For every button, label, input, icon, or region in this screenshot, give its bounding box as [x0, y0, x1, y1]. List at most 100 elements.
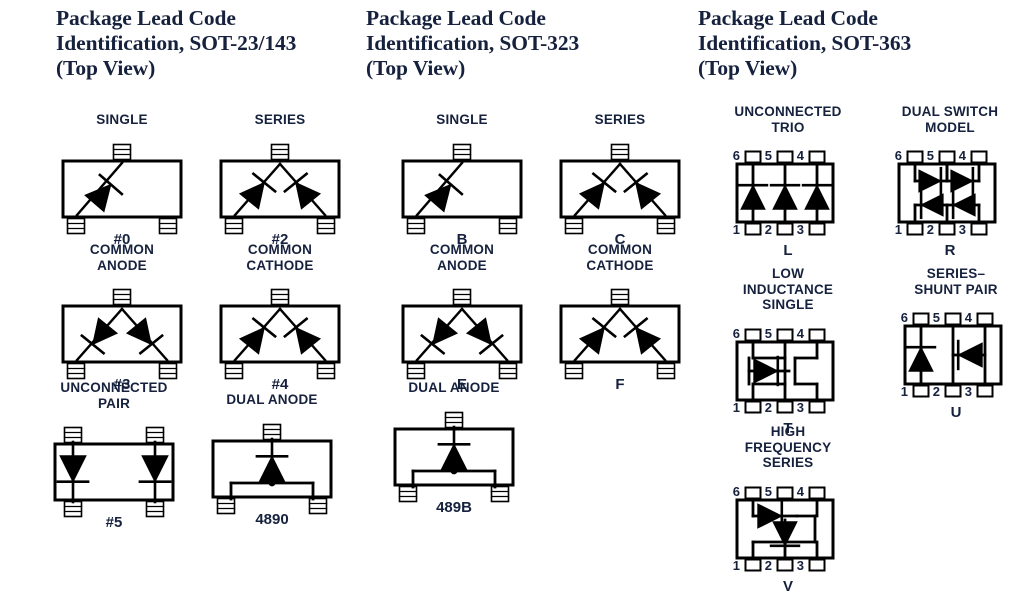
schematic-common-cathode: [559, 288, 681, 380]
column-title-sot-23-143: Package Lead Code Identification, SOT-23…: [56, 6, 297, 80]
svg-text:3: 3: [965, 384, 972, 399]
lead-code-label: B: [456, 230, 468, 248]
schematic-high-frequency-series: 6 1 5 2 4 3: [733, 484, 835, 573]
schematic-dual-anode: [211, 423, 333, 514]
lead-code-label: T: [783, 419, 793, 437]
column-sot-23-143: Package Lead Code Identification, SOT-23…: [0, 0, 350, 581]
diagram-caption: SERIES: [594, 112, 646, 127]
package-diagram-b: SINGLE B: [378, 112, 546, 248]
column-title-sot-323: Package Lead Code Identification, SOT-32…: [366, 6, 580, 80]
svg-text:3: 3: [959, 222, 966, 237]
svg-text:4: 4: [797, 148, 805, 163]
diagram-caption: DUAL ANODE: [226, 392, 318, 407]
lead-code-label: #2: [271, 230, 289, 248]
schematic-low-inductance-single: 6 1 5 2 4 3: [733, 326, 835, 415]
svg-text:1: 1: [733, 400, 740, 415]
svg-text:3: 3: [797, 558, 804, 573]
lead-code-label: U: [950, 404, 962, 421]
svg-text:1: 1: [895, 222, 902, 237]
diagram-caption: DUAL ANODE: [408, 380, 500, 395]
svg-text:6: 6: [733, 484, 740, 499]
svg-text:5: 5: [933, 310, 940, 325]
svg-text:6: 6: [895, 148, 902, 163]
lead-code-label: V: [782, 577, 793, 595]
package-diagram-489b: DUAL ANODE 489B: [370, 380, 538, 516]
diagram-caption: SINGLE: [96, 112, 148, 127]
svg-text:2: 2: [765, 558, 772, 573]
schematic-dual-anode: [393, 411, 515, 502]
svg-text:4: 4: [797, 484, 805, 499]
svg-text:5: 5: [765, 484, 772, 499]
package-diagram-0: SINGLE #0: [38, 112, 206, 248]
package-diagram-c: SERIES C: [536, 112, 704, 248]
svg-text:2: 2: [933, 384, 940, 399]
schematic-unconnected-pair: [53, 426, 175, 518]
svg-text:3: 3: [797, 222, 804, 237]
svg-text:5: 5: [927, 148, 934, 163]
svg-text:3: 3: [797, 400, 804, 415]
column-title-sot-363: Package Lead Code Identification, SOT-36…: [698, 6, 912, 80]
lead-code-label: #3: [113, 376, 131, 393]
lead-code-label: 489B: [436, 498, 472, 516]
svg-text:6: 6: [733, 326, 740, 341]
svg-text:1: 1: [901, 384, 908, 399]
schematic-single: [401, 143, 523, 234]
schematic-single: [61, 143, 183, 234]
diagram-caption: SINGLE: [436, 112, 488, 127]
lead-code-label: #5: [105, 514, 123, 531]
lead-code-label: L: [783, 242, 793, 259]
package-diagram-4890: DUAL ANODE 4890: [188, 392, 356, 528]
column-sot-323: Package Lead Code Identification, SOT-32…: [350, 0, 690, 581]
column-sot-363: Package Lead Code Identification, SOT-36…: [690, 0, 1028, 595]
lead-code-label: E: [456, 376, 467, 393]
svg-text:4: 4: [959, 148, 967, 163]
schematic-series: [219, 143, 341, 234]
lead-code-label: F: [615, 376, 625, 393]
lead-code-label: 4890: [255, 510, 289, 528]
schematic-common-cathode: [219, 288, 341, 380]
schematic-unconnected-trio: 6 1 5 2 4 3: [733, 148, 835, 237]
svg-text:2: 2: [765, 400, 772, 415]
lead-code-label: R: [944, 242, 956, 259]
schematic-common-anode: [61, 288, 183, 380]
schematic-series-shunt-pair: 6 1 5 2 4 3: [901, 310, 1003, 399]
svg-text:5: 5: [765, 326, 772, 341]
svg-text:1: 1: [733, 558, 740, 573]
schematic-series: [559, 143, 681, 234]
lead-code-label: #0: [113, 230, 131, 248]
schematic-dual-switch-model: 6 1 5 2 4 3: [895, 148, 997, 237]
svg-text:6: 6: [901, 310, 908, 325]
svg-text:2: 2: [765, 222, 772, 237]
svg-text:6: 6: [733, 148, 740, 163]
lead-code-label: #4: [271, 376, 289, 393]
diagram-caption: SERIES: [254, 112, 306, 127]
svg-text:4: 4: [797, 326, 805, 341]
svg-text:2: 2: [927, 222, 934, 237]
lead-code-label: C: [614, 230, 626, 248]
diagram-caption: SERIES–SHUNT PAIR: [914, 266, 998, 297]
svg-text:5: 5: [765, 148, 772, 163]
svg-text:4: 4: [965, 310, 973, 325]
package-diagram-2: SERIES #2: [196, 112, 364, 248]
schematic-common-anode: [401, 288, 523, 380]
svg-text:1: 1: [733, 222, 740, 237]
